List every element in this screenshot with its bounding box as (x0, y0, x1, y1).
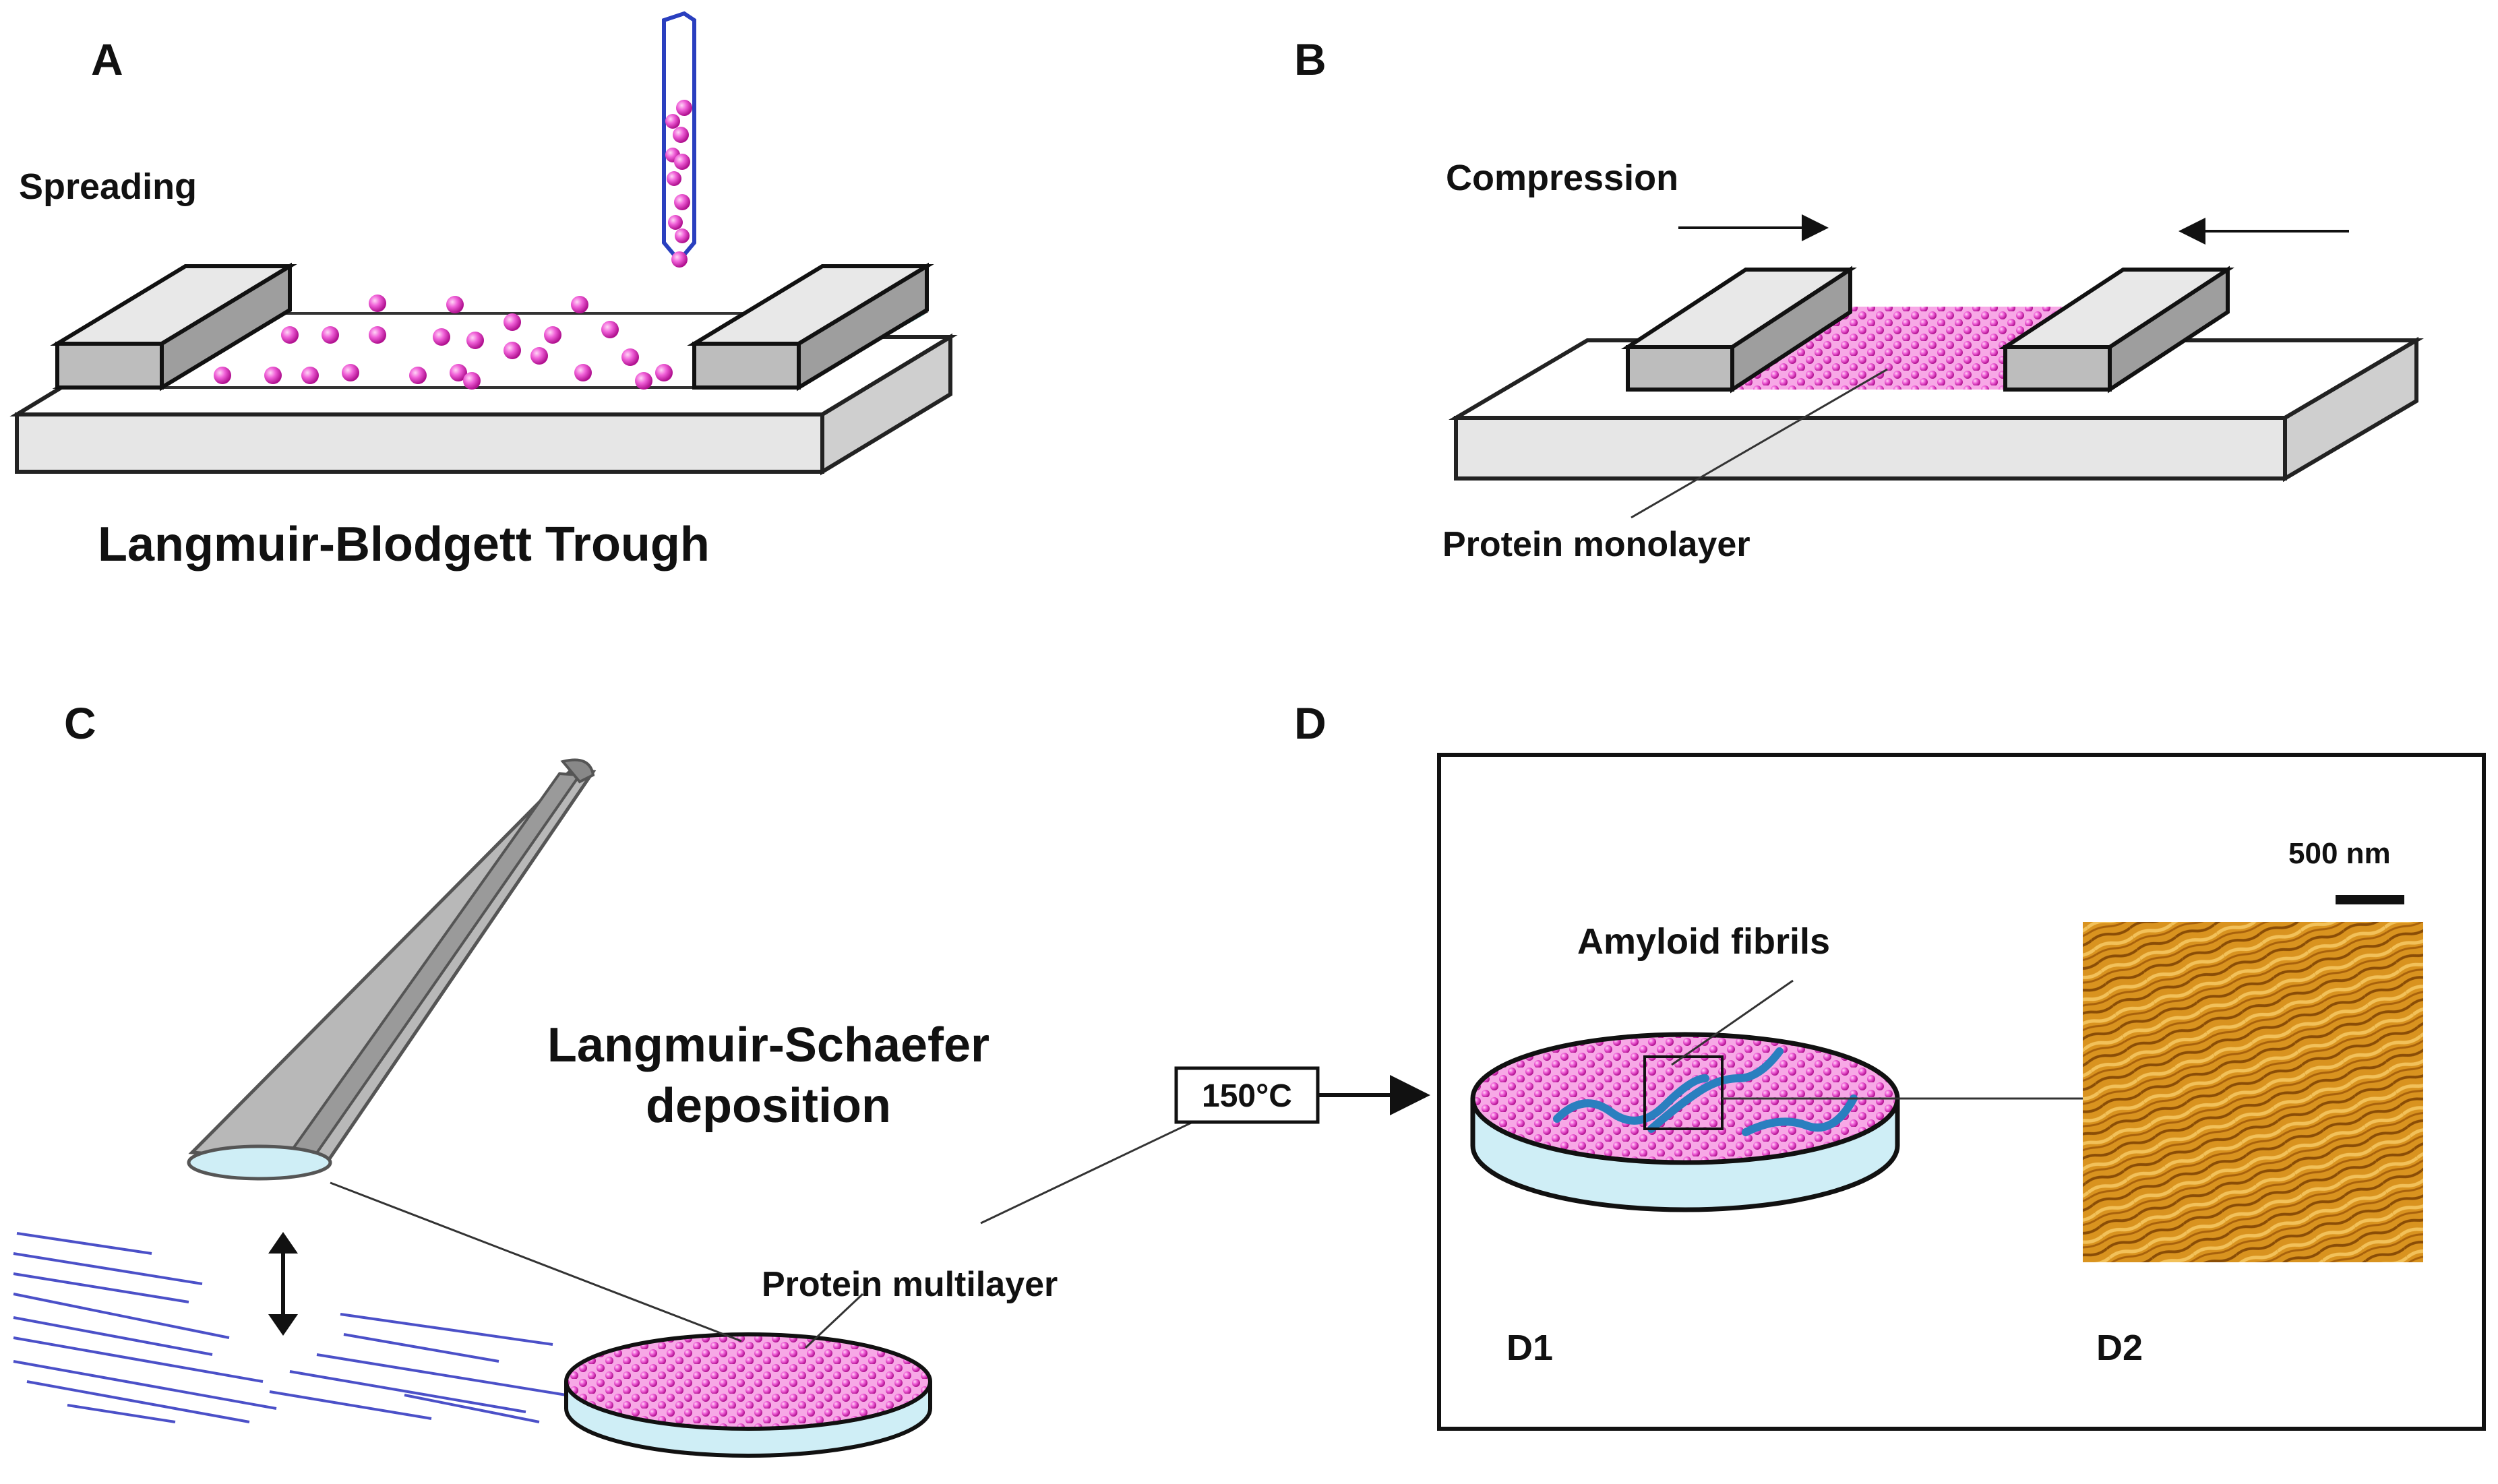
amyloid-fibrils (1553, 1047, 1858, 1136)
panel-label-c: C (64, 698, 96, 748)
afm-image (2083, 922, 2423, 1262)
temperature-label: 150°C (1202, 1078, 1292, 1114)
d2-label: D2 (2096, 1328, 2143, 1368)
multilayer-label: Protein multilayer (762, 1265, 1058, 1304)
spreading-label: Spreading (19, 166, 197, 207)
trough-label: Langmuir-Blodgett Trough (98, 518, 710, 571)
panel-label-d: D (1294, 698, 1327, 748)
double-arrow-icon (268, 1232, 298, 1336)
monolayer-label: Protein monolayer (1442, 525, 1750, 564)
deposition-line1: Langmuir-Schaefer (547, 1018, 990, 1072)
panel-label-b: B (1294, 34, 1327, 84)
panel-label-a: A (91, 34, 123, 84)
right-barrier-b (1998, 266, 2235, 394)
scale-bar (2336, 895, 2404, 904)
left-barrier-b (1620, 266, 1858, 394)
water-lines (13, 1232, 567, 1423)
right-barrier (687, 262, 934, 392)
fibrils-label: Amyloid fibrils (1577, 921, 1831, 962)
spread-particles (214, 295, 673, 390)
temperature-box (1174, 1066, 1320, 1124)
protein-multilayer-disk (564, 1332, 932, 1458)
panel-b-trough (1449, 266, 2424, 519)
d1-label: D1 (1506, 1328, 1554, 1368)
pipette-icon (662, 11, 696, 268)
scale-bar-label: 500 nm (2288, 837, 2391, 870)
deposition-line2: deposition (646, 1079, 891, 1133)
tweezers-icon (187, 758, 597, 1181)
compression-label: Compression (1446, 158, 1679, 198)
panel-a-trough (9, 262, 958, 476)
left-barrier (50, 262, 297, 392)
